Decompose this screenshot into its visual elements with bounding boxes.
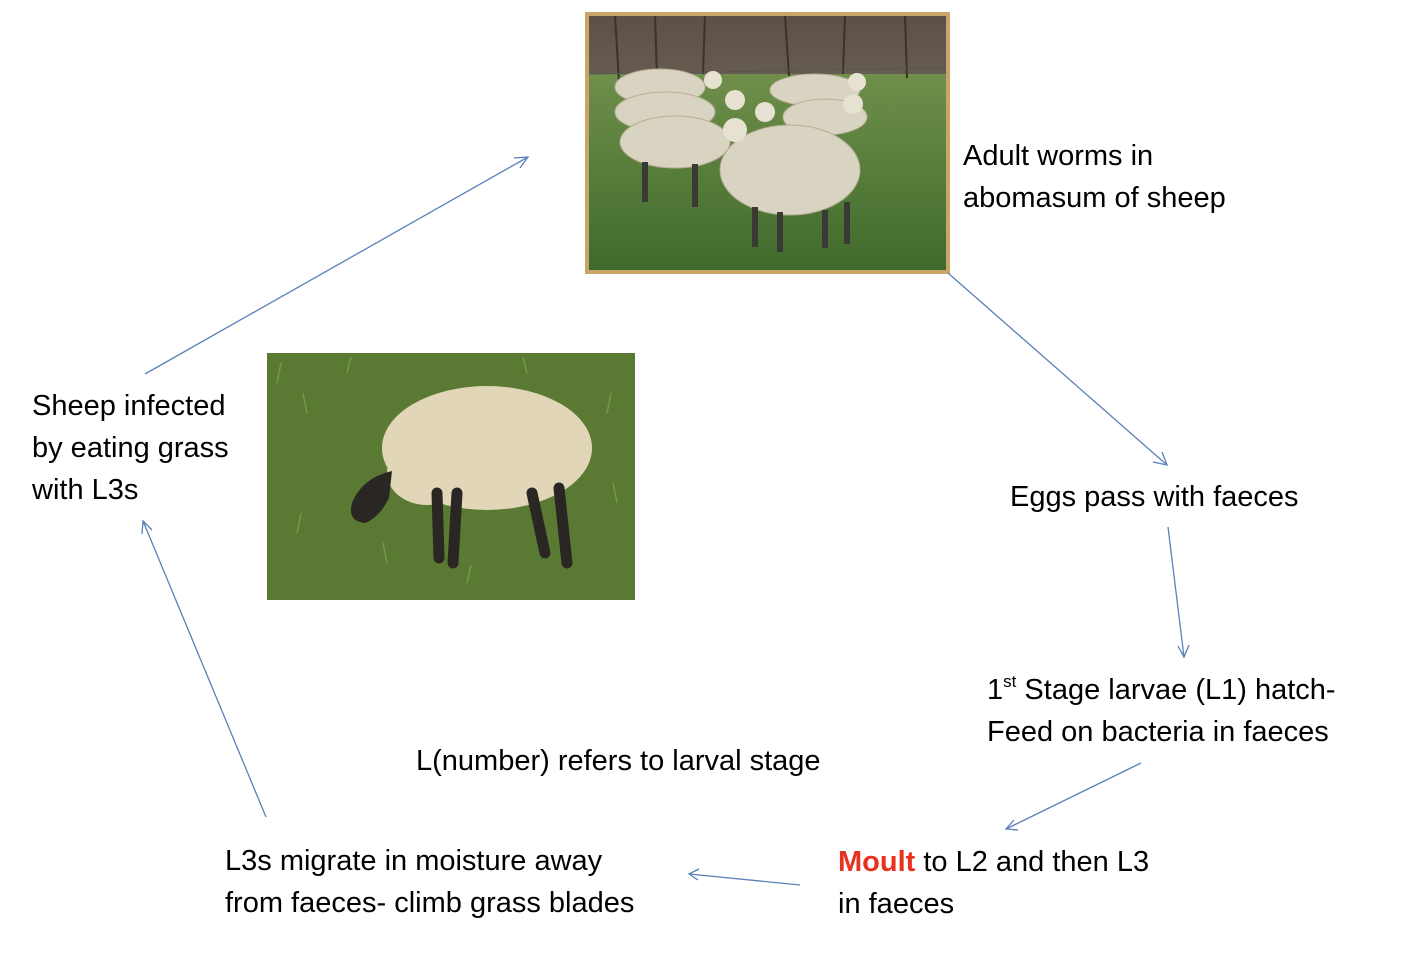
infected-label: Sheep infected by eating grass with L3s [32, 390, 229, 506]
eggs-label: Eggs pass with faeces [1010, 481, 1299, 513]
migrate-label: L3s migrate in moisture away from faeces… [225, 845, 635, 919]
l1-label: 1st Stage larvae (L1) hatch- Feed on bac… [987, 672, 1336, 748]
moult-label: Moult to L2 and then L3 in faeces [838, 846, 1150, 920]
moult-accent: Moult [838, 846, 916, 878]
arrow-moult-to-migrate [687, 868, 801, 886]
note-label: L(number) refers to larval stage [416, 745, 821, 777]
arrow-migrate-to-infected [141, 519, 267, 818]
arrow-adult-to-eggs [947, 272, 1169, 466]
arrow-eggs-to-l1 [1167, 526, 1190, 659]
adult-worms-label: Adult worms in abomasum of sheep [963, 140, 1226, 214]
grazing-sheep-photo [267, 353, 635, 600]
arrow-l1-to-moult [1004, 762, 1142, 831]
sheep-flock-photo [585, 12, 950, 274]
arrow-infected-to-adult [144, 156, 530, 375]
